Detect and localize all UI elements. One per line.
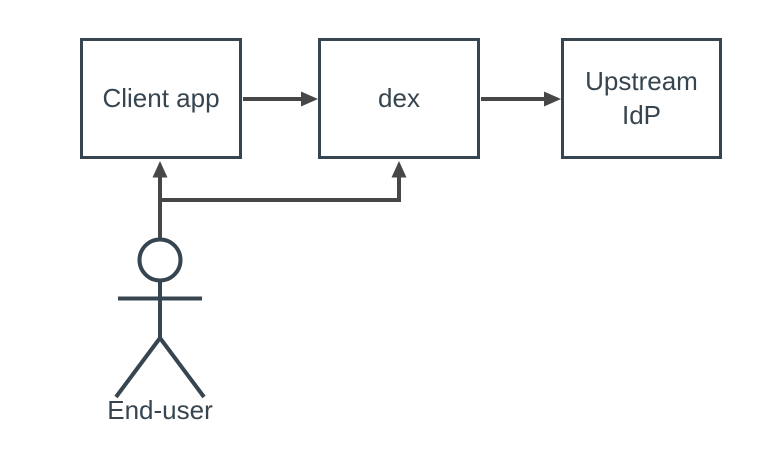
stick-figure-head-icon [137, 237, 183, 283]
node-client-app: Client app [80, 38, 242, 159]
node-client-app-label: Client app [102, 82, 220, 113]
edge-user-to-dex [158, 177, 401, 202]
stick-figure-right-leg [158, 336, 206, 399]
stick-figure-left-leg [114, 336, 162, 399]
arrowhead-into-dex-left [301, 91, 318, 107]
arrowhead-into-idp-left [544, 91, 561, 107]
node-dex-label: dex [378, 82, 420, 113]
node-upstream-idp: Upstream IdP [561, 38, 722, 159]
end-user-figure [114, 237, 206, 399]
node-upstream-idp-label: Upstream IdP [585, 66, 698, 130]
arrowhead-into-dex-bottom [391, 161, 407, 178]
end-user-label: End-user [107, 395, 213, 425]
arrowhead-into-client-bottom [152, 161, 168, 178]
node-dex: dex [318, 38, 480, 159]
